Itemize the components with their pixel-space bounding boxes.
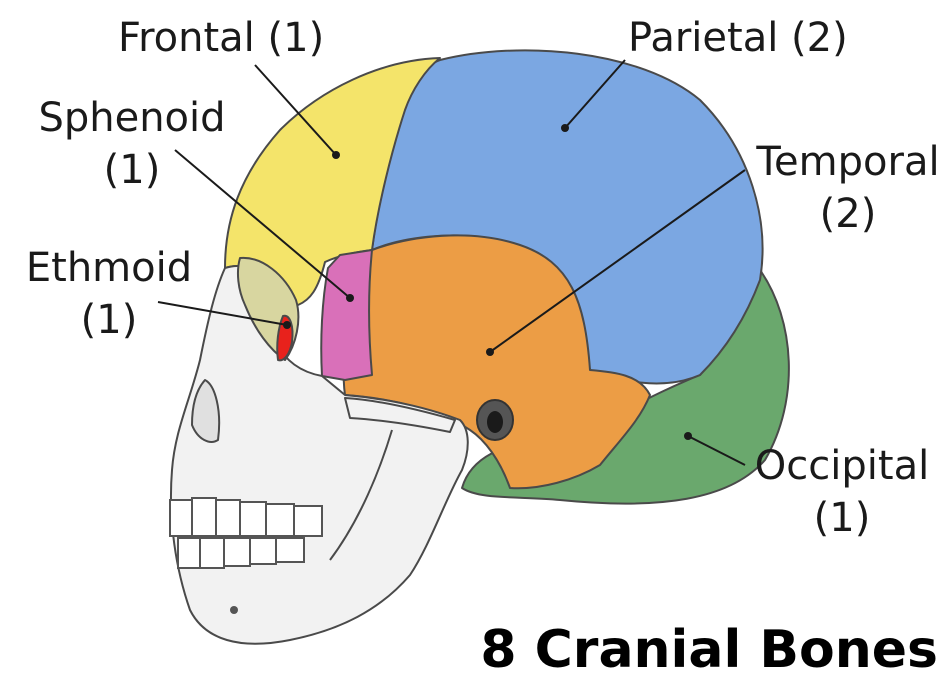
mandible-ramus <box>329 429 393 561</box>
label-temporal-line2: (2) <box>819 191 877 237</box>
nasal-cavity <box>191 379 221 443</box>
label-sphenoid-line2: (1) <box>103 147 161 193</box>
label-occipital: Occipital (1) <box>744 440 940 544</box>
mental-foramen <box>230 606 238 614</box>
label-temporal: Temporal (2) <box>748 136 948 240</box>
label-temporal-line1: Temporal <box>756 139 940 185</box>
label-frontal: Frontal (1) <box>118 12 324 64</box>
label-parietal: Parietal (2) <box>628 12 848 64</box>
label-occipital-line1: Occipital <box>754 443 930 489</box>
ear-canal-inner <box>487 411 503 433</box>
label-frontal-text: Frontal (1) <box>118 15 325 61</box>
sphenoid-bone <box>320 249 373 381</box>
label-occipital-line2: (1) <box>813 495 871 541</box>
label-parietal-text: Parietal (2) <box>628 15 848 61</box>
label-sphenoid-line1: Sphenoid <box>38 95 226 141</box>
label-ethmoid-line1: Ethmoid <box>25 245 193 291</box>
label-sphenoid: Sphenoid (1) <box>32 92 232 196</box>
zygomatic-arch <box>344 397 456 433</box>
label-ethmoid: Ethmoid (1) <box>14 242 204 346</box>
teeth <box>169 497 323 569</box>
leader-lines <box>157 59 746 466</box>
label-ethmoid-line2: (1) <box>80 297 138 343</box>
diagram-title: 8 Cranial Bones <box>480 620 938 680</box>
